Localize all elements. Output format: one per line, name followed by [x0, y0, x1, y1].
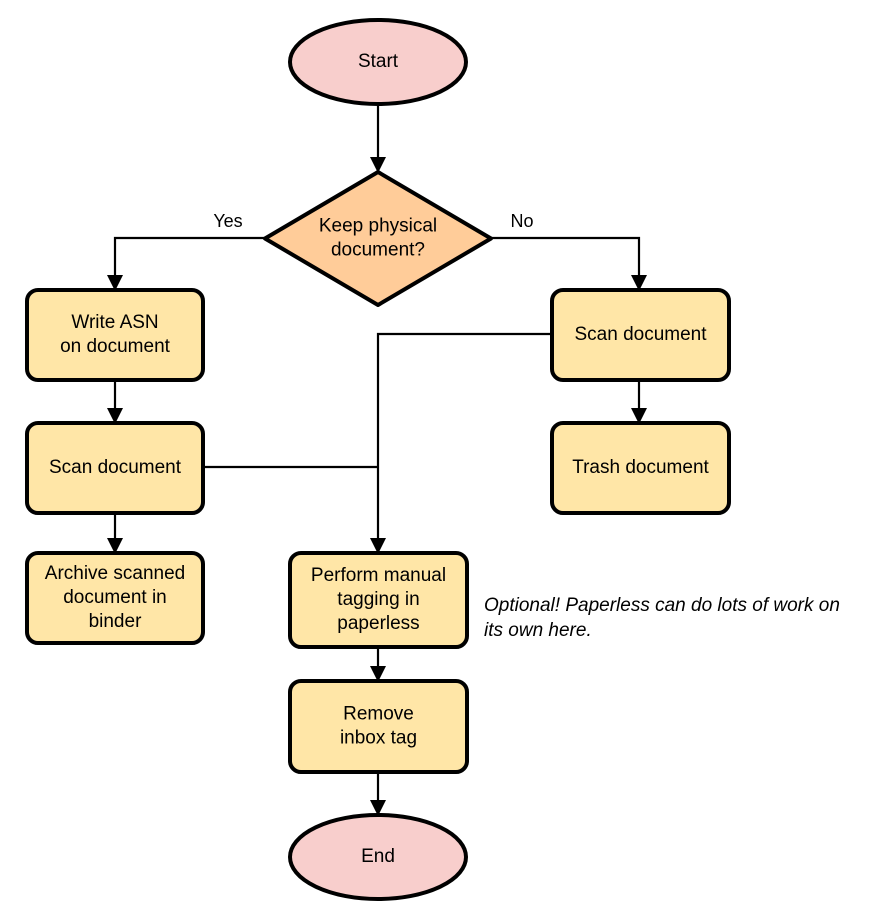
process-shape [25, 421, 205, 515]
node-start[interactable]: Start [288, 18, 468, 106]
arrowhead-icon [107, 408, 123, 424]
decision-shape [263, 170, 493, 307]
process-shape [25, 551, 205, 645]
arrowhead-icon [107, 538, 123, 554]
edge-line [491, 236, 641, 284]
arrowhead-icon [370, 157, 386, 173]
edge-scan-left-to-archive [107, 513, 123, 554]
node-label: Start [358, 51, 399, 72]
edge-manual-tagging-to-remove-inbox [370, 647, 386, 682]
process-shape [25, 288, 205, 382]
arrowhead-icon [631, 408, 647, 424]
edges-layer: Yes No [107, 104, 647, 816]
edge-line [113, 236, 265, 284]
terminator-shape [288, 813, 468, 901]
node-scan-document-left[interactable]: Scan document [25, 421, 205, 515]
node-label: End [361, 846, 395, 867]
node-label: Scan document [49, 457, 182, 478]
arrowhead-icon [631, 275, 647, 291]
edge-remove-inbox-to-end [370, 772, 386, 816]
edge-write-asn-to-scan-left [107, 380, 123, 424]
edge-scan-right-to-manual-tagging [370, 332, 552, 554]
process-shape [550, 421, 731, 515]
node-scan-document-right[interactable]: Scan document [550, 288, 731, 382]
edge-decision-yes-to-write-asn: Yes [107, 211, 265, 291]
edge-start-to-decision [370, 104, 386, 173]
arrowhead-icon [370, 800, 386, 816]
node-trash-document[interactable]: Trash document [550, 421, 731, 515]
edge-scan-right-to-trash [631, 380, 647, 424]
annotations-layer: Optional! Paperless can do lots of work … [484, 595, 840, 641]
arrowhead-icon [370, 538, 386, 554]
node-end[interactable]: End [288, 813, 468, 901]
process-shape [288, 551, 469, 649]
node-label: Trash document [572, 457, 709, 478]
node-label: Scan document [574, 324, 707, 345]
arrowhead-icon [107, 275, 123, 291]
terminator-shape [288, 18, 468, 106]
annotation-optional-note: Optional! Paperless can do lots of work … [484, 595, 840, 641]
arrowhead-icon [370, 666, 386, 682]
process-shape [550, 288, 731, 382]
edge-label-decision-no-to-scan-right: No [510, 211, 533, 231]
process-shape [288, 679, 469, 774]
edge-label-decision-yes-to-write-asn: Yes [213, 211, 242, 231]
edge-line [376, 332, 552, 547]
edge-decision-no-to-scan-right: No [491, 211, 647, 291]
